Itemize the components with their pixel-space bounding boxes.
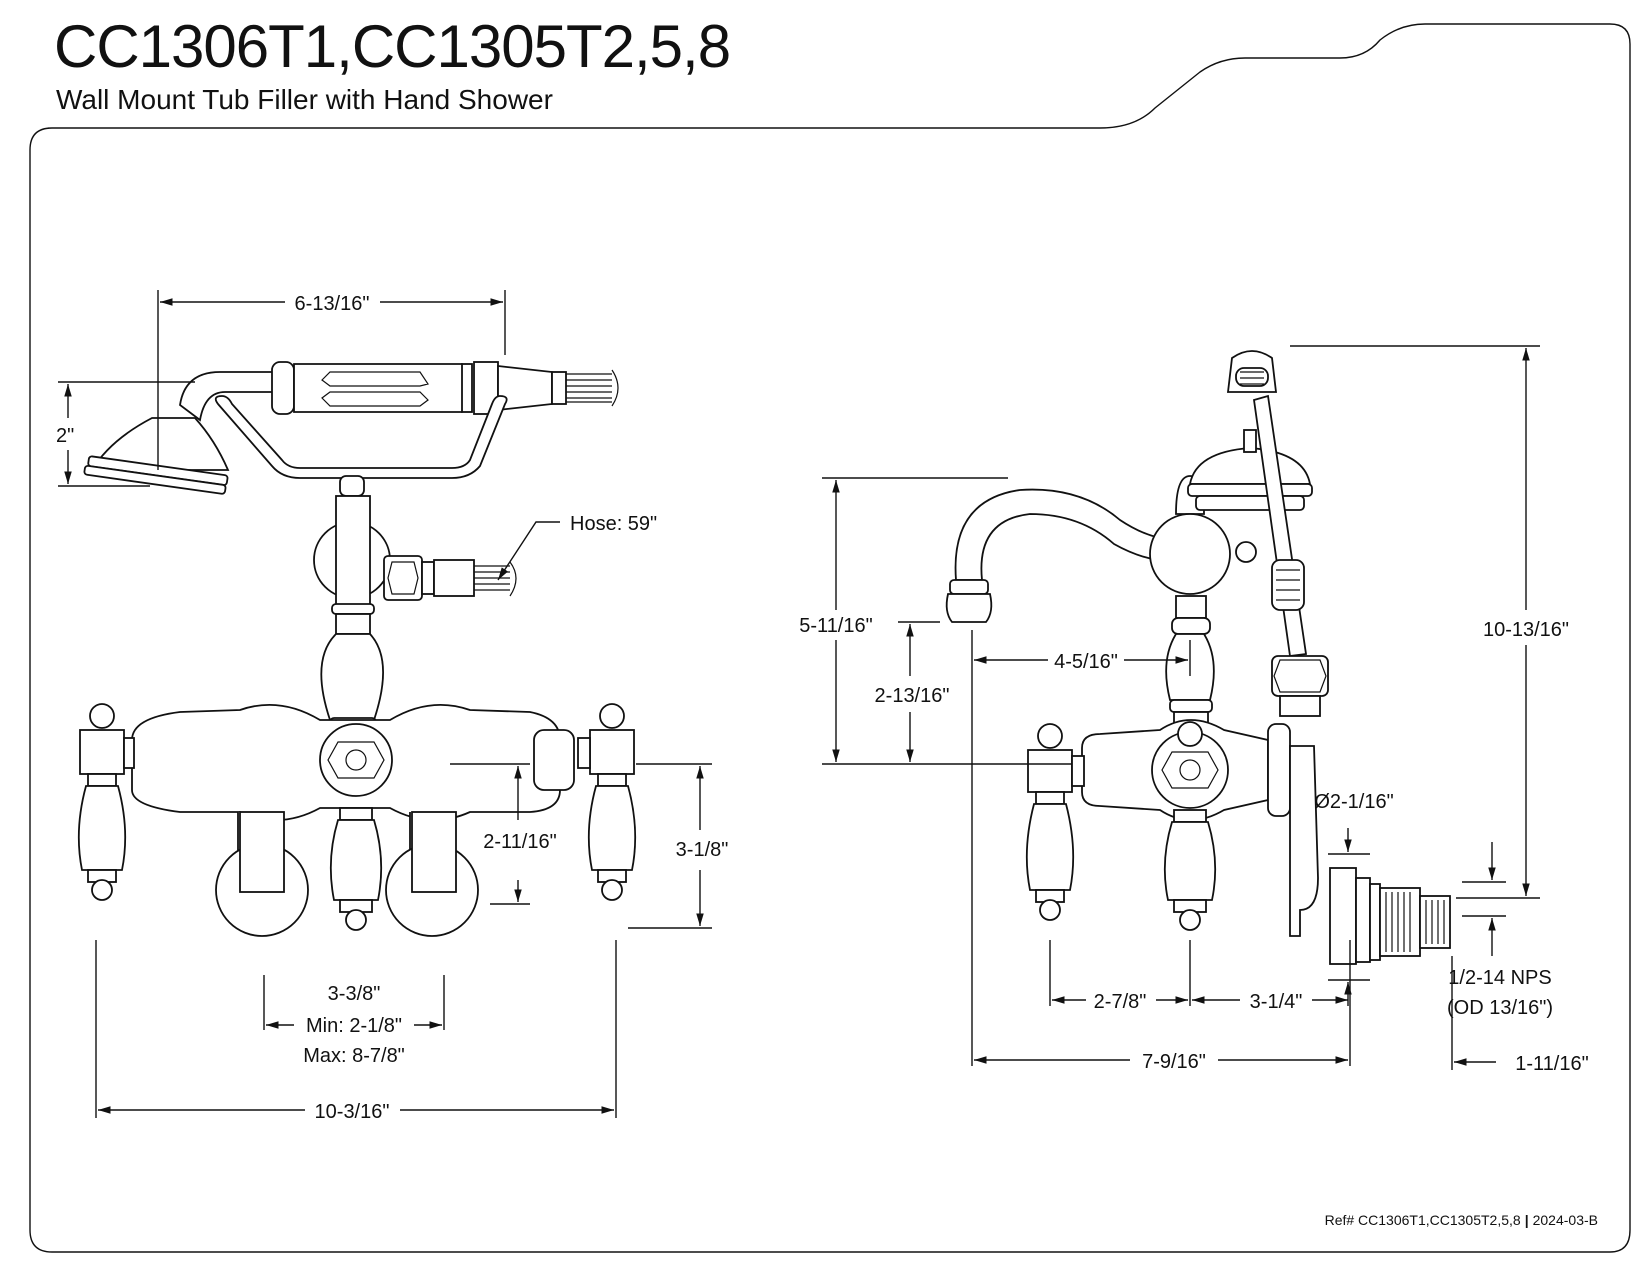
dim-spout-outlet-height: 2-13/16": [875, 685, 950, 707]
dim-centers: 3-3/8": [328, 983, 381, 1005]
front-view: 6-13/16" 2" Hose: 59" 2-11/16" 3-1/8" 3-…: [56, 290, 728, 1123]
side-left-handle: [1025, 723, 1085, 921]
reference-footer: Ref# CC1306T1,CC1305T2,5,8|2024-03-B: [1325, 1212, 1598, 1228]
dim-hand-shower-height: 2": [56, 425, 74, 447]
dim-thread-od: (OD 13/16"): [1447, 997, 1553, 1019]
hand-shower-head: [83, 371, 276, 495]
front-dimension-labels: 6-13/16" 2" Hose: 59" 2-11/16" 3-1/8" 3-…: [56, 293, 728, 1123]
dim-body-to-wall: 3-1/4": [1250, 991, 1303, 1013]
side-dimensions: [822, 345, 1540, 1070]
dim-spout-height: 5-11/16": [799, 615, 872, 637]
dim-centers-min: Min: 2-1/8": [306, 1015, 402, 1037]
dim-hose-length: Hose: 59": [570, 513, 657, 535]
dim-flange-diameter: Ø2-1/16": [1314, 791, 1393, 813]
front-body: [131, 703, 575, 821]
side-front-handle: [1163, 721, 1217, 931]
wall-arms: [215, 811, 479, 937]
front-right-handle: [577, 703, 637, 901]
dim-thread-spec: 1/2-14 NPS: [1448, 967, 1551, 989]
front-dimensions: [58, 290, 712, 1118]
reference-number: Ref# CC1306T1,CC1305T2,5,8: [1324, 1212, 1521, 1228]
side-body: [1081, 719, 1291, 821]
dim-handle-height: 3-1/8": [676, 839, 729, 861]
spout: [945, 488, 1179, 623]
dim-overall-depth: 7-9/16": [1142, 1051, 1206, 1073]
dim-hand-shower-length: 6-13/16": [295, 293, 370, 315]
hand-shower-handle: [271, 361, 619, 415]
side-hand-shower: [1187, 350, 1329, 717]
page-subtitle: Wall Mount Tub Filler with Hand Shower: [56, 84, 553, 115]
cradle: [214, 395, 508, 479]
sheet-border: [29, 23, 1631, 1253]
hose-connector: [383, 555, 517, 601]
dim-overall-width: 10-3/16": [315, 1101, 390, 1123]
front-left-handle: [77, 703, 135, 901]
front-middle-handle: [329, 807, 383, 931]
side-dimension-labels: 5-11/16" 2-13/16" 4-5/16" 10-13/16" Ø2-1…: [799, 615, 1588, 1075]
dim-handle-offset: 2-7/8": [1094, 991, 1147, 1013]
dim-overall-height: 10-13/16": [1483, 619, 1569, 641]
dim-spout-reach: 4-5/16": [1054, 651, 1118, 673]
reference-separator: |: [1524, 1212, 1529, 1228]
wall-supply: [1289, 745, 1451, 965]
side-view: 5-11/16" 2-13/16" 4-5/16" 10-13/16" Ø2-1…: [799, 345, 1589, 1075]
side-riser: [1149, 475, 1257, 733]
dim-outlet-height: 2-11/16": [483, 831, 556, 853]
page-title: CC1306T1,CC1305T2,5,8: [54, 13, 731, 80]
riser: [313, 475, 391, 749]
dim-centers-max: Max: 8-7/8": [303, 1045, 405, 1067]
dim-thread-length: 1-11/16": [1515, 1053, 1588, 1075]
revision-code: 2024-03-B: [1532, 1212, 1598, 1228]
